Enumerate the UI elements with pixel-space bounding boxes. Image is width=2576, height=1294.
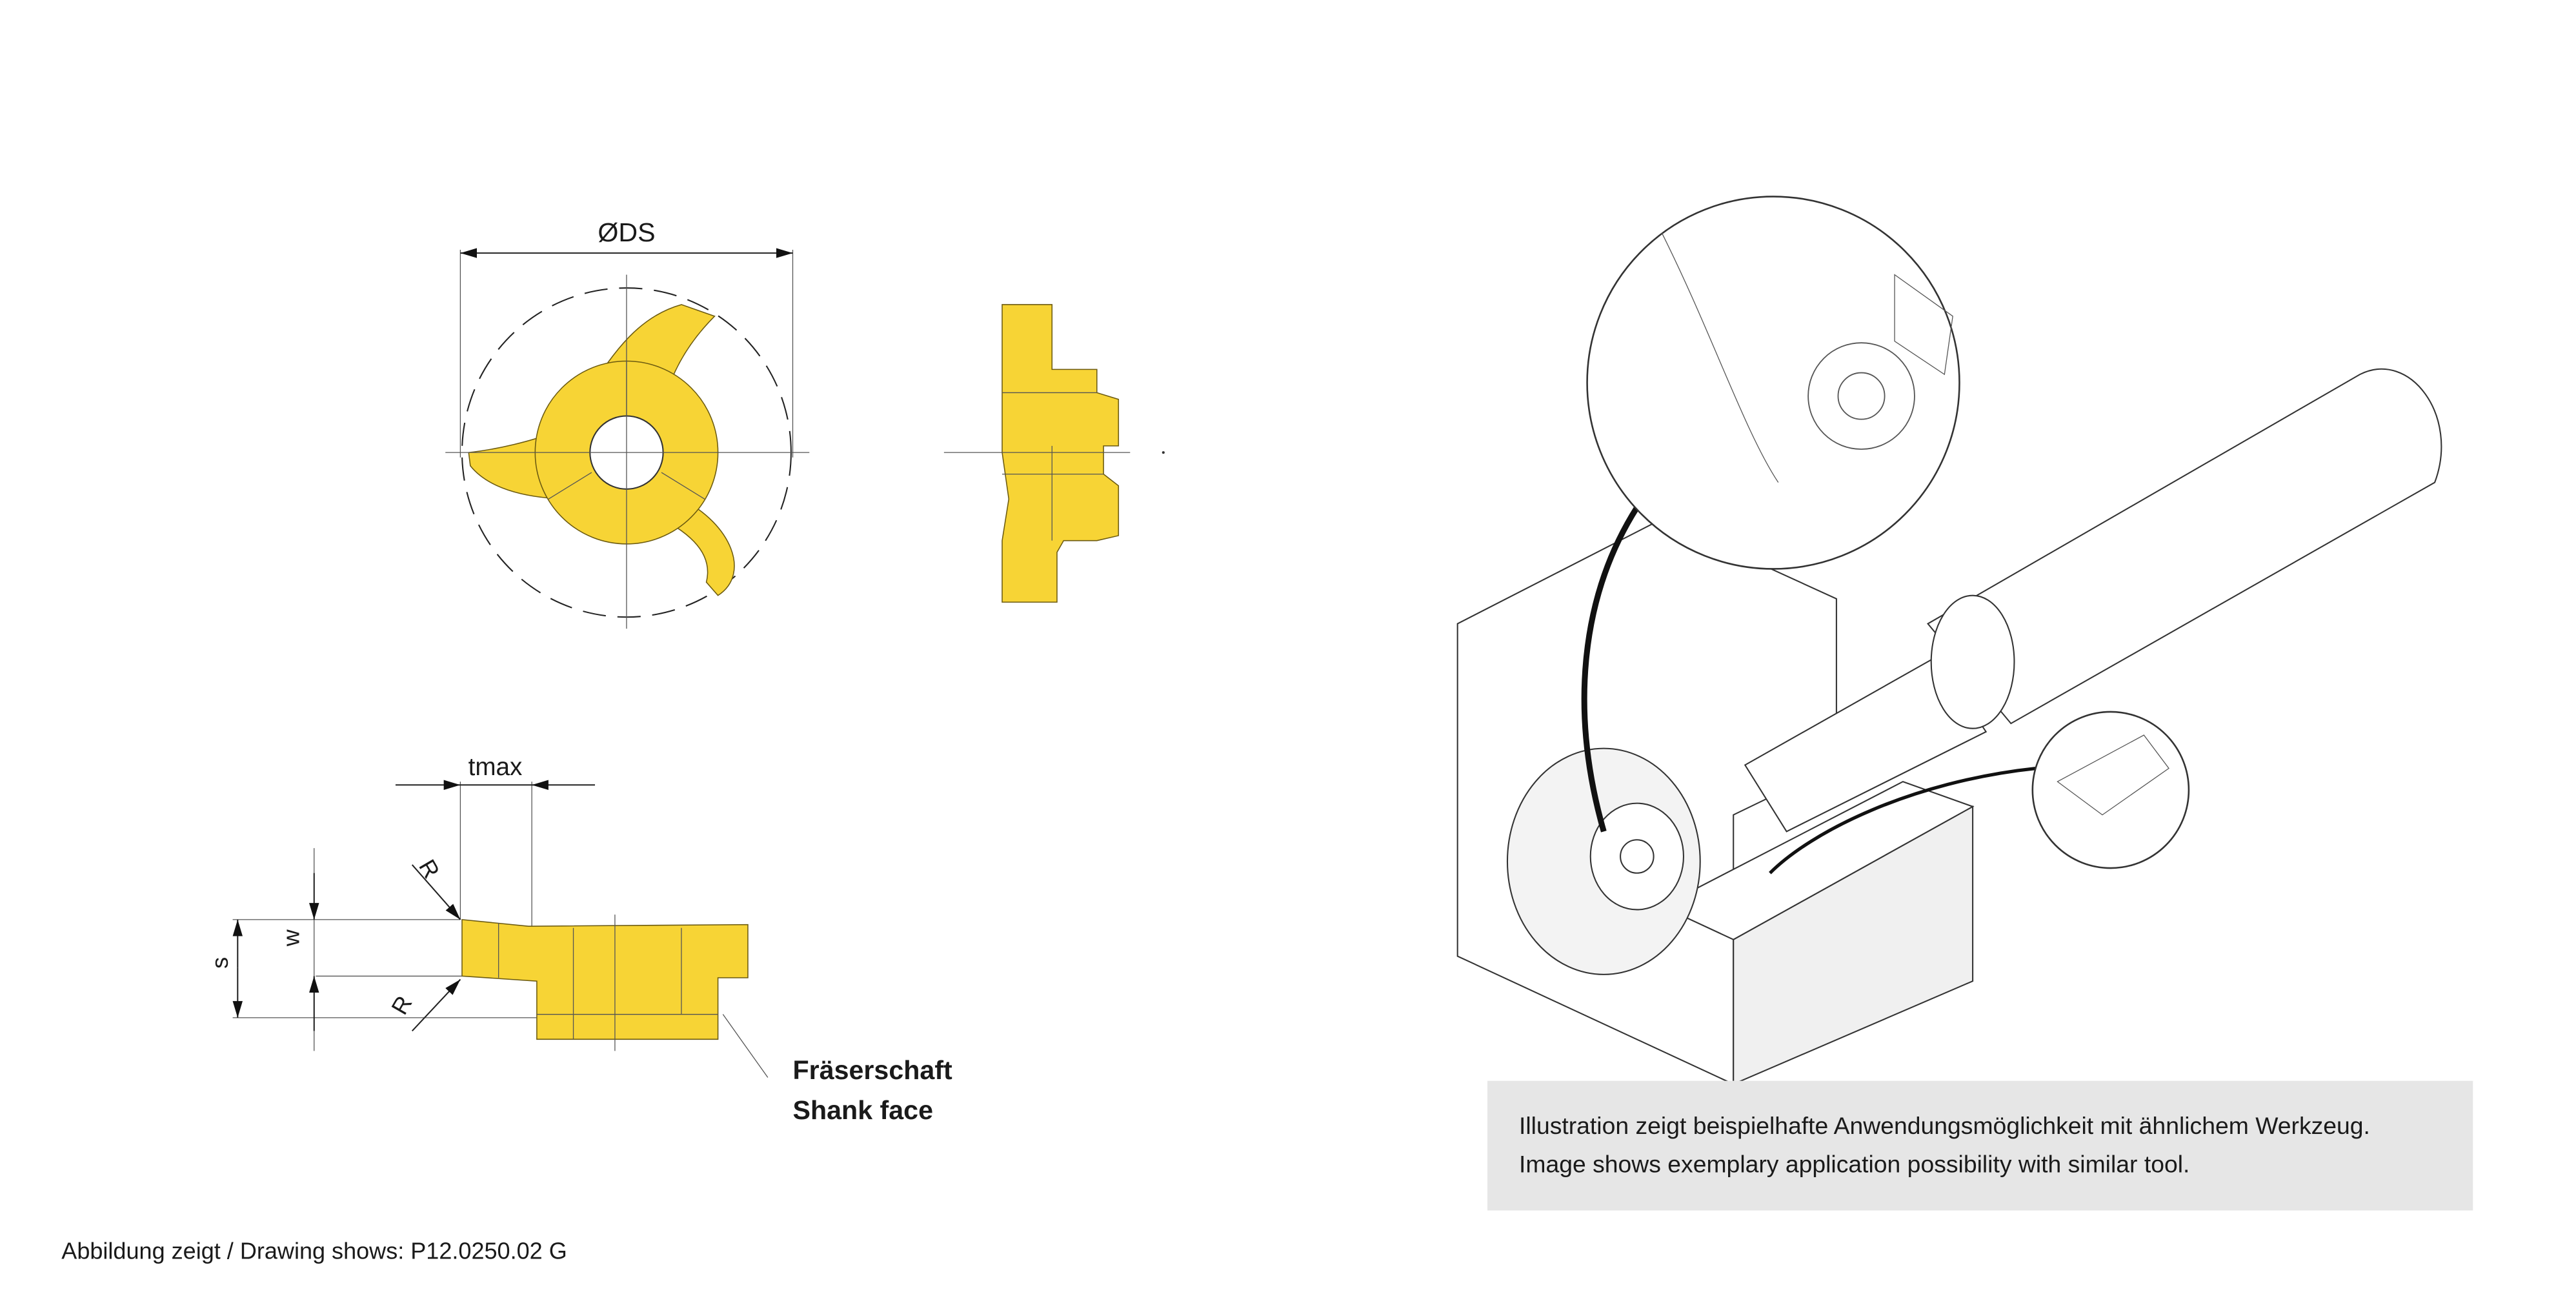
insert-front-view: tmax w s R R Fräserschaft Shank face	[206, 753, 952, 1125]
thickness-s-label: s	[206, 957, 233, 969]
detail-magnifier-small	[2031, 711, 2190, 869]
radius-label-top: R	[414, 855, 445, 883]
tmax-label: tmax	[468, 753, 523, 781]
drawing-reference: Abbildung zeigt / Drawing shows: P12.025…	[61, 1237, 567, 1264]
application-illustration	[1456, 196, 2442, 1086]
caption-line-en: Image shows exemplary application possib…	[1519, 1150, 2189, 1177]
width-w-label: w	[278, 929, 305, 947]
insert-side-view	[943, 304, 1165, 603]
diameter-label: ØDS	[598, 217, 655, 247]
insert-top-view: ØDS	[445, 217, 810, 629]
detail-magnifier-large	[1586, 196, 1960, 570]
caption-box	[1487, 1080, 2473, 1211]
shank-face-label-en: Shank face	[793, 1095, 933, 1125]
caption-line-de: Illustration zeigt beispielhafte Anwendu…	[1519, 1112, 2370, 1139]
radius-label-bottom: R	[386, 991, 418, 1019]
shank-face-label-de: Fräserschaft	[793, 1055, 953, 1085]
